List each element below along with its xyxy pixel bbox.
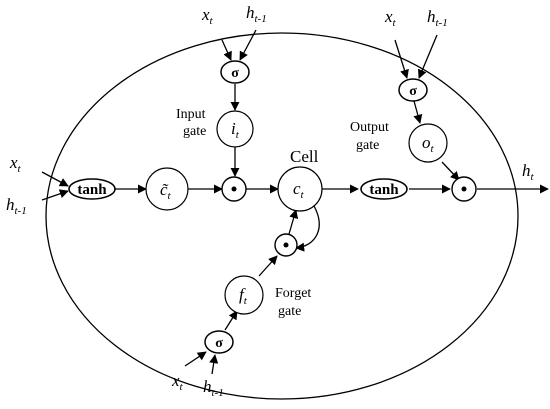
edge-xt-to-input-sigma [221, 39, 232, 61]
cell-state-symbol: ct [293, 179, 305, 201]
forget-sigma-label: σ [215, 336, 223, 351]
output-gate-node: ot [408, 123, 448, 163]
output-ht1-label: ht-1 [427, 7, 448, 29]
tanh-output-label: tanh [369, 182, 399, 198]
output-multiply-node [451, 176, 477, 202]
candidate-cell-node: c̃t [145, 167, 189, 211]
forget-gate-node: ft [224, 275, 264, 315]
edge-forget-sigma-to-ft [224, 310, 238, 331]
input-gate-symbol: it [231, 119, 240, 141]
output-gate-label-line1: Output [350, 120, 389, 135]
input-xt-label: xt [201, 5, 214, 27]
output-sigma-label: σ [409, 84, 417, 99]
tanh-input-label: tanh [77, 182, 107, 198]
forget-ht1-label: ht-1 [203, 377, 224, 399]
edge-ht1-to-tanh-input [41, 189, 69, 201]
forget-gate-label-line2: gate [278, 304, 301, 319]
input-sigma-label: σ [231, 66, 239, 81]
tanh-input-node: tanh [68, 178, 116, 200]
forget-gate-symbol: ft [239, 285, 248, 307]
cell-label: Cell [290, 147, 319, 166]
cell-boundary [45, 32, 519, 400]
edge-ft-to-forget-mult [258, 255, 278, 277]
forget-xt-label: xt [171, 371, 184, 393]
input-gate-label-line1: Input [176, 107, 206, 122]
edge-xt-to-forget-sigma [184, 351, 207, 367]
connections [41, 29, 549, 375]
cell-state-node: ct [277, 166, 323, 212]
input-ht1-label: ht-1 [246, 3, 267, 25]
input-multiply-node [221, 176, 247, 202]
left-xt-label: xt [9, 153, 22, 175]
ht-output-label: ht [522, 161, 535, 183]
edge-cell-to-forget-mult [295, 205, 320, 252]
candidate-cell-symbol: c̃t [160, 180, 172, 202]
output-gate-symbol: ot [422, 133, 435, 155]
output-gate-label-line2: gate [356, 138, 379, 153]
output-gate-sigma-node: σ [398, 78, 428, 102]
tanh-output-node: tanh [360, 178, 408, 200]
forget-gate-label-line1: Forget [275, 286, 311, 301]
input-gate-sigma-node: σ [220, 60, 250, 84]
forget-multiply-node [274, 233, 298, 257]
left-ht1-label: ht-1 [6, 195, 27, 217]
edge-xt-to-output-sigma [394, 39, 409, 79]
edge-ht1-to-forget-sigma [209, 354, 219, 375]
edge-ht1-to-output-sigma [417, 34, 438, 79]
edge-ht1-to-input-sigma [239, 29, 257, 61]
forget-gate-sigma-node: σ [204, 330, 234, 354]
edge-output-sigma-to-ot [413, 100, 423, 124]
input-gate-label-line2: gate [183, 124, 206, 139]
edge-ot-to-mult-output [441, 161, 460, 181]
edge-xt-to-tanh-input [41, 171, 69, 187]
edge-forget-mult-to-cell [288, 209, 299, 235]
output-xt-label: xt [384, 7, 397, 29]
input-gate-node: it [216, 110, 254, 148]
